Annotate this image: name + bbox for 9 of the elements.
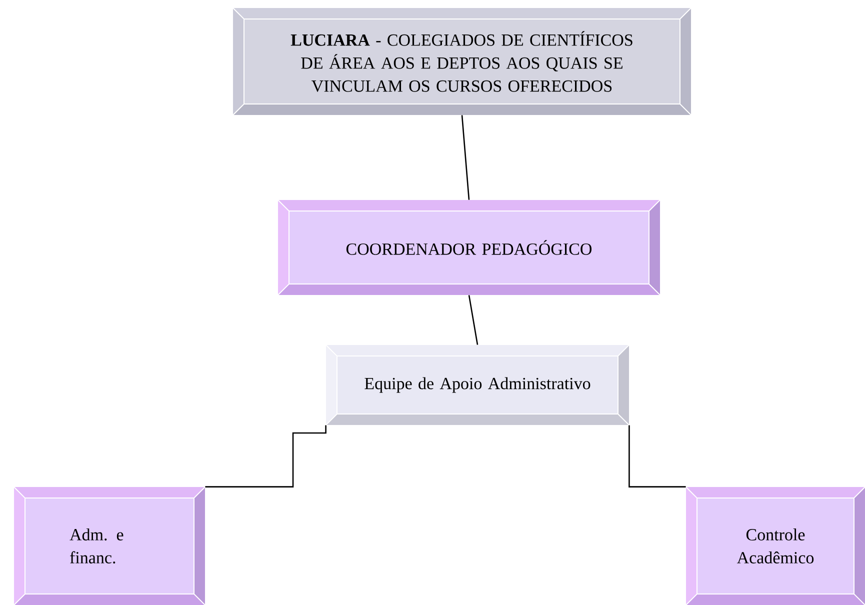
connector-line	[628, 425, 686, 488]
connector-line	[468, 295, 478, 345]
process-box: Equipe de Apoio Administrativo	[326, 345, 629, 425]
process-box: Adm. e financ.	[14, 487, 205, 605]
process-box: COORDENADOR PEDAGÓGICO	[278, 200, 660, 295]
heading-box: LUCIARA - COLEGIADOS DE CIENTÍFICOS DE ÁREA AOS E DEPTOS AOS QUAIS SE VINCULAM OS CURSOS OFERECIDOS	[233, 8, 691, 115]
connector-line	[461, 115, 470, 200]
connector-line	[205, 425, 326, 488]
process-box: Controle Acadêmico	[686, 487, 865, 605]
